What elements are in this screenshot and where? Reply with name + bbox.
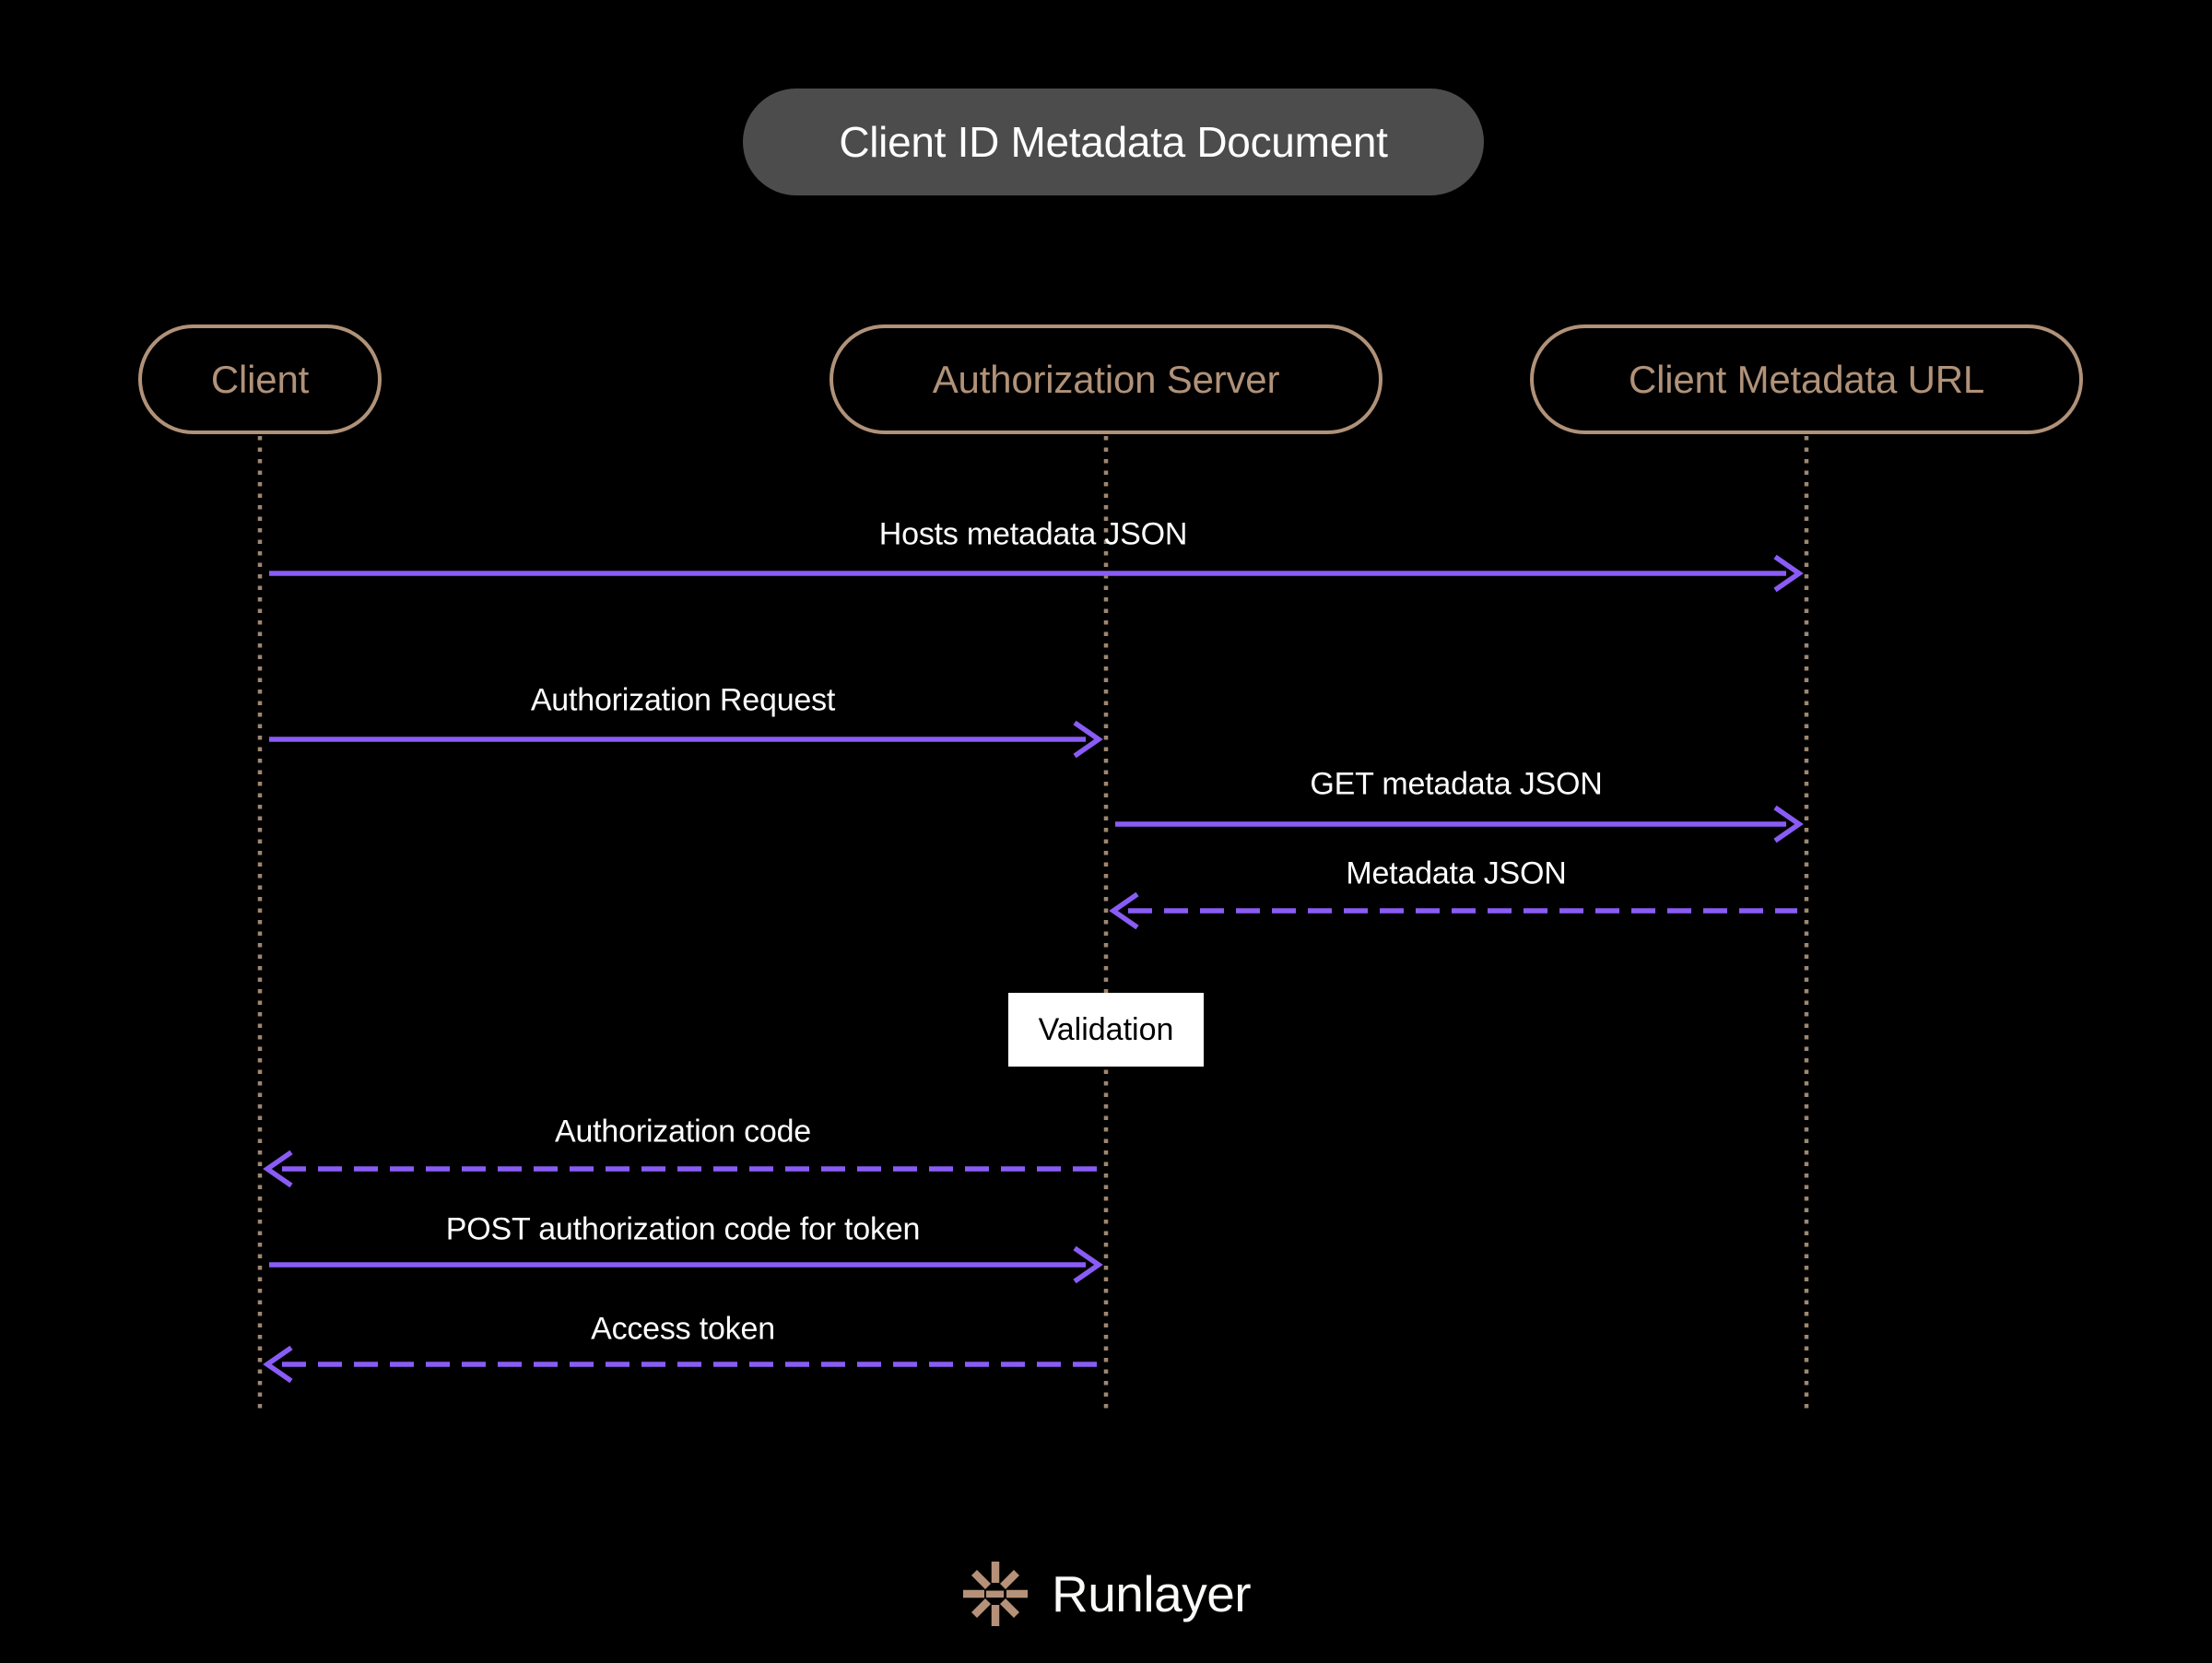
arrow-access-token: [263, 1345, 1099, 1384]
arrowhead-right-icon: [1773, 554, 1804, 593]
starburst-icon: [963, 1562, 1028, 1626]
actor-client: Client: [138, 324, 382, 434]
arrow-metadata-json: [1109, 891, 1797, 930]
arrowhead-right-icon: [1773, 805, 1804, 843]
arrowhead-left-icon: [1109, 891, 1139, 930]
actor-authorization-server: Authorization Server: [830, 324, 1382, 434]
actor-client-metadata-url: Client Metadata URL: [1530, 324, 2083, 434]
arrow-authorization-request: [269, 720, 1103, 759]
message-label-authorization-request: Authorization Request: [530, 682, 836, 718]
arrowhead-right-icon: [1073, 1245, 1103, 1284]
arrowhead-left-icon: [263, 1345, 293, 1384]
actor-client-label: Client: [210, 357, 310, 401]
validation-note-label: Validation: [1038, 1011, 1174, 1047]
brand-footer: Runlayer: [961, 1560, 1252, 1628]
arrow-post-authorization-code: [269, 1245, 1103, 1284]
actor-authorization-server-label: Authorization Server: [932, 357, 1280, 401]
arrowhead-left-icon: [263, 1150, 293, 1188]
message-label-hosts-metadata-json: Hosts metadata JSON: [878, 516, 1188, 552]
message-label-metadata-json: Metadata JSON: [1346, 855, 1567, 891]
actor-client-metadata-url-label: Client Metadata URL: [1628, 357, 1985, 401]
message-label-post-authorization-code: POST authorization code for token: [445, 1211, 921, 1247]
validation-note: Validation: [1008, 993, 1204, 1067]
message-label-access-token: Access token: [591, 1311, 775, 1347]
arrow-hosts-metadata-json: [269, 554, 1804, 593]
arrow-authorization-code: [263, 1150, 1099, 1188]
arrowhead-right-icon: [1073, 720, 1103, 759]
message-label-get-metadata-json: GET metadata JSON: [1310, 766, 1603, 802]
brand-name: Runlayer: [1052, 1565, 1252, 1622]
diagram-title: Client ID Metadata Document: [743, 88, 1484, 195]
arrow-get-metadata-json: [1115, 805, 1804, 843]
message-label-authorization-code: Authorization code: [554, 1114, 812, 1150]
